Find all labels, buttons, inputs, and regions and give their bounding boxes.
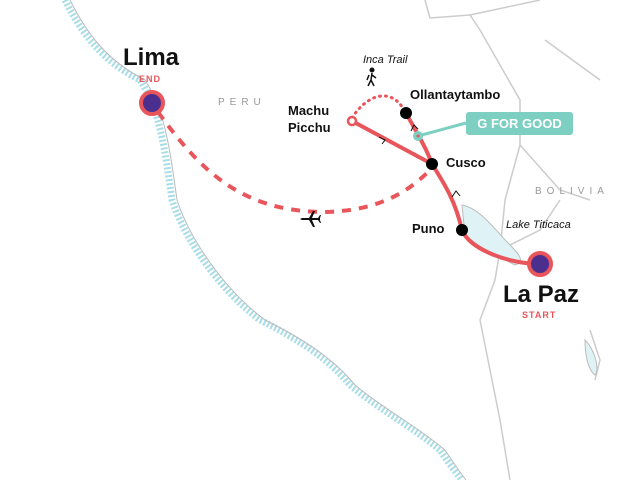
stop-puno-marker[interactable]: [456, 224, 468, 236]
stop-lapaz-label: La Paz: [503, 281, 580, 308]
ground-route: [351, 112, 541, 266]
stop-ollantaytambo-marker[interactable]: [400, 107, 412, 119]
hiker-icon: [366, 67, 377, 87]
coastline: [61, 0, 465, 480]
lake-titicaca-label: Lake Titicaca: [506, 219, 571, 231]
stop-lapaz-tag: START: [522, 310, 557, 320]
stop-cusco-marker[interactable]: [426, 158, 438, 170]
stop-machupicchu-marker[interactable]: [346, 115, 358, 127]
country-peru-label: PERU: [218, 97, 266, 108]
stop-lima-label: Lima: [123, 44, 180, 71]
stop-ollantaytambo-label: Ollantaytambo: [410, 87, 501, 102]
country-bolivia-label: BOLIVIA: [535, 186, 609, 197]
stop-machupicchu-label2: Picchu: [288, 120, 331, 135]
country-borders: [424, 0, 601, 480]
stop-lapaz-marker[interactable]: [527, 251, 553, 277]
stop-cusco-label: Cusco: [446, 155, 486, 170]
direction-arrows: [378, 124, 461, 198]
flight-route: [156, 110, 432, 215]
inca-trail-label: Inca Trail: [363, 54, 408, 66]
g-for-good-badge[interactable]: G FOR GOOD: [466, 112, 573, 135]
badge-connector: [417, 121, 467, 138]
stop-puno-label: Puno: [412, 221, 445, 236]
stop-machupicchu-label1: Machu: [288, 103, 330, 118]
inca-trail-route: [350, 94, 407, 120]
stop-lima-tag: END: [139, 74, 162, 84]
stop-lima-marker[interactable]: [139, 90, 165, 116]
plane-icon: [300, 211, 321, 227]
